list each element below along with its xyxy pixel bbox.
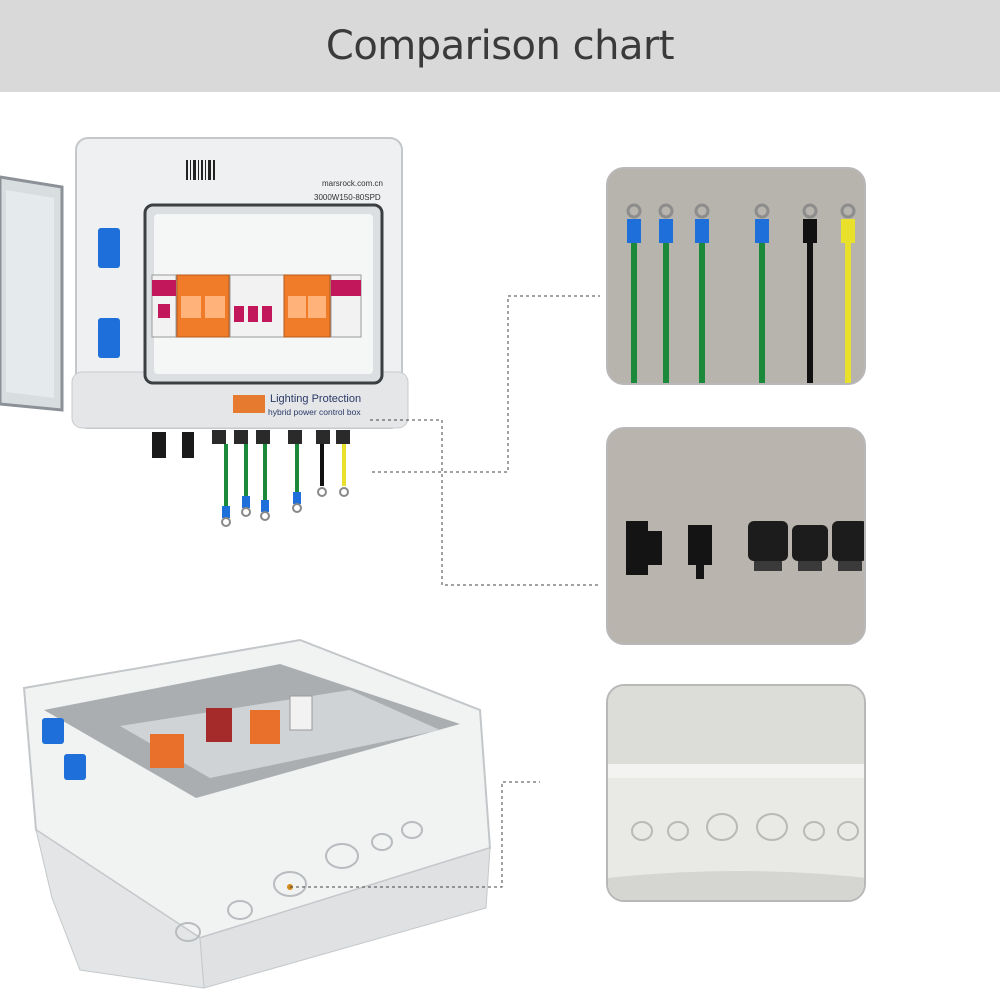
guide-line-2: [372, 295, 600, 473]
guide-line-3: [290, 781, 540, 888]
latch-icon-2: [42, 718, 64, 744]
mc4-connector: [626, 521, 648, 575]
knockouts-closeup: [608, 686, 864, 900]
guide-line-1: [370, 419, 600, 586]
knockout-holes: [631, 813, 859, 841]
logo-line-1: Lighting Protection: [270, 393, 361, 405]
detail-panel-connectors: [606, 427, 866, 645]
page-title: Comparison chart: [325, 23, 675, 69]
knockouts: [175, 821, 423, 942]
front-box-illustration: marsrock.com.cn 3000W150-80SPD Lighting …: [0, 137, 600, 586]
connector: [152, 432, 166, 458]
logo-line-2: hybrid power control box: [268, 407, 361, 417]
model-number: 3000W150-80SPD: [314, 193, 381, 202]
bottom-box-illustration: [22, 638, 540, 989]
connectors-closeup: [626, 521, 864, 579]
detail-panel-knockouts: [606, 684, 866, 902]
brand-url: marsrock.com.cn: [322, 179, 383, 188]
header-banner: Comparison chart: [0, 0, 1000, 92]
brand-logo: [233, 395, 265, 413]
cables-closeup: [626, 203, 856, 383]
barcode: [186, 160, 215, 180]
glands: [212, 430, 350, 444]
latch-icon: [98, 228, 120, 268]
detail-panel-cables: [606, 167, 866, 385]
cable-glands: [748, 521, 864, 561]
